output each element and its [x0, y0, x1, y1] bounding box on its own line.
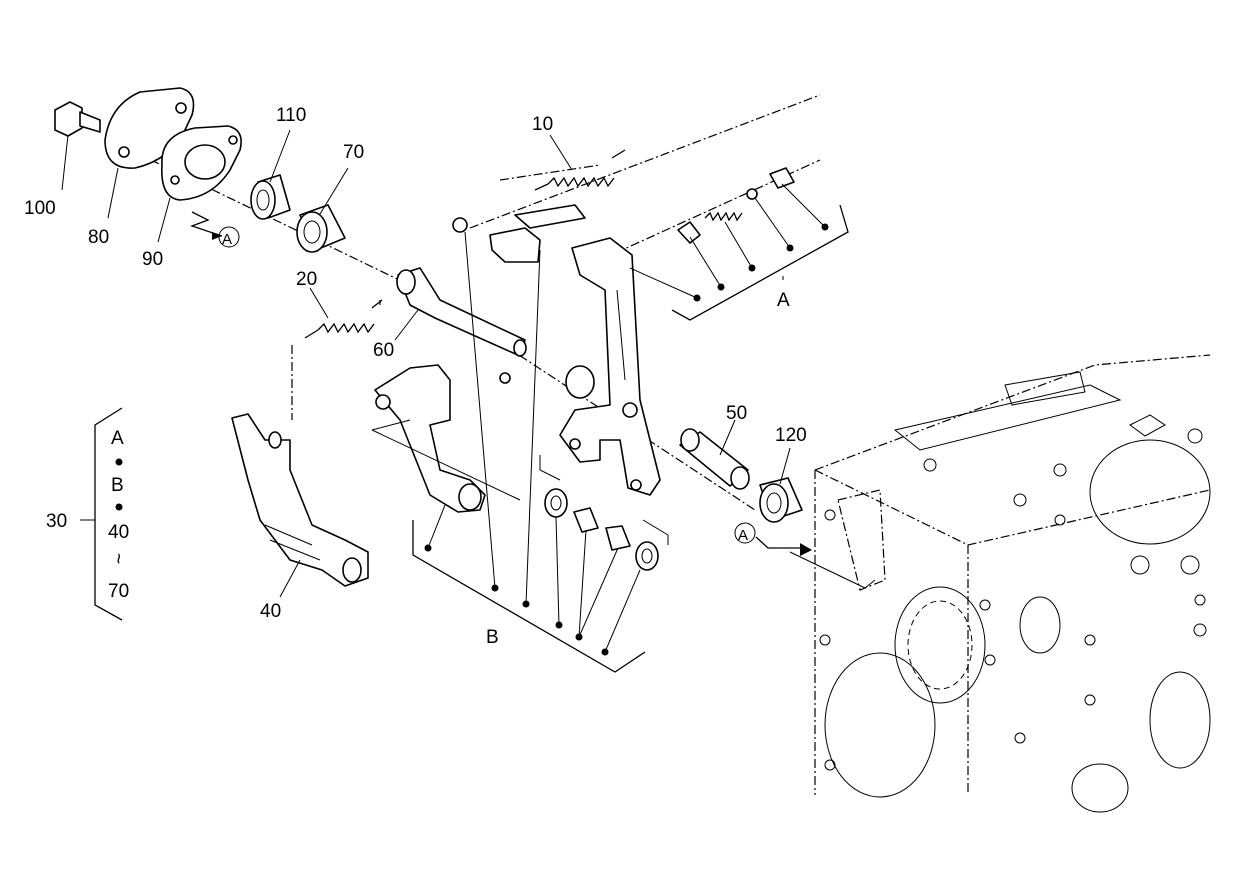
part-70-bearing [296, 204, 346, 253]
part-60-shaft [396, 267, 527, 357]
legend-item-70: 70 [108, 581, 129, 602]
part-120-bearing [759, 477, 803, 523]
part-lever-bracket-assembly [371, 364, 521, 513]
callout-60: 60 [373, 340, 394, 361]
part-40-lever [231, 413, 369, 587]
callout-120: 120 [775, 425, 807, 446]
group-label-b: B [486, 627, 499, 648]
legend-30-number: 30 [46, 511, 67, 532]
callout-50: 50 [726, 403, 747, 424]
reference-marker-left-letter: A [222, 231, 232, 248]
legend-item-b: B [111, 475, 124, 496]
callout-10: 10 [532, 114, 553, 135]
legend-item-a: A [111, 428, 124, 449]
part-110-seal [250, 174, 291, 220]
reference-marker-right: A [734, 522, 756, 544]
callout-90: 90 [142, 249, 163, 270]
legend-tilde: ~ [107, 553, 128, 564]
legend-30: 30 A B 40 ~ 70 [46, 407, 129, 621]
group-bracket-a [629, 183, 849, 321]
part-100-bolt [54, 101, 101, 137]
callout-70: 70 [343, 142, 364, 163]
reference-marker-left: A [218, 226, 240, 248]
part-throttle-plate [559, 237, 661, 496]
callout-20: 20 [296, 269, 317, 290]
part-20-spring [304, 299, 383, 339]
part-group-b-components [544, 488, 659, 571]
callout-100: 100 [24, 198, 56, 219]
callout-80: 80 [88, 227, 109, 248]
part-90-gasket [161, 125, 242, 201]
callout-110: 110 [276, 105, 306, 126]
part-group-a-components [677, 167, 795, 244]
callout-40: 40 [260, 601, 281, 622]
group-bracket-b [412, 231, 669, 673]
engine-block [814, 354, 1211, 813]
reference-marker-right-letter: A [738, 527, 748, 544]
part-stop-block [452, 204, 586, 263]
group-label-a: A [777, 290, 790, 311]
legend-dot-1 [115, 458, 123, 466]
legend-item-40: 40 [108, 522, 129, 543]
legend-dot-2 [115, 503, 123, 511]
callout-leaders [61, 129, 876, 598]
part-10-spring [534, 149, 626, 191]
part-50-bush [679, 428, 750, 490]
